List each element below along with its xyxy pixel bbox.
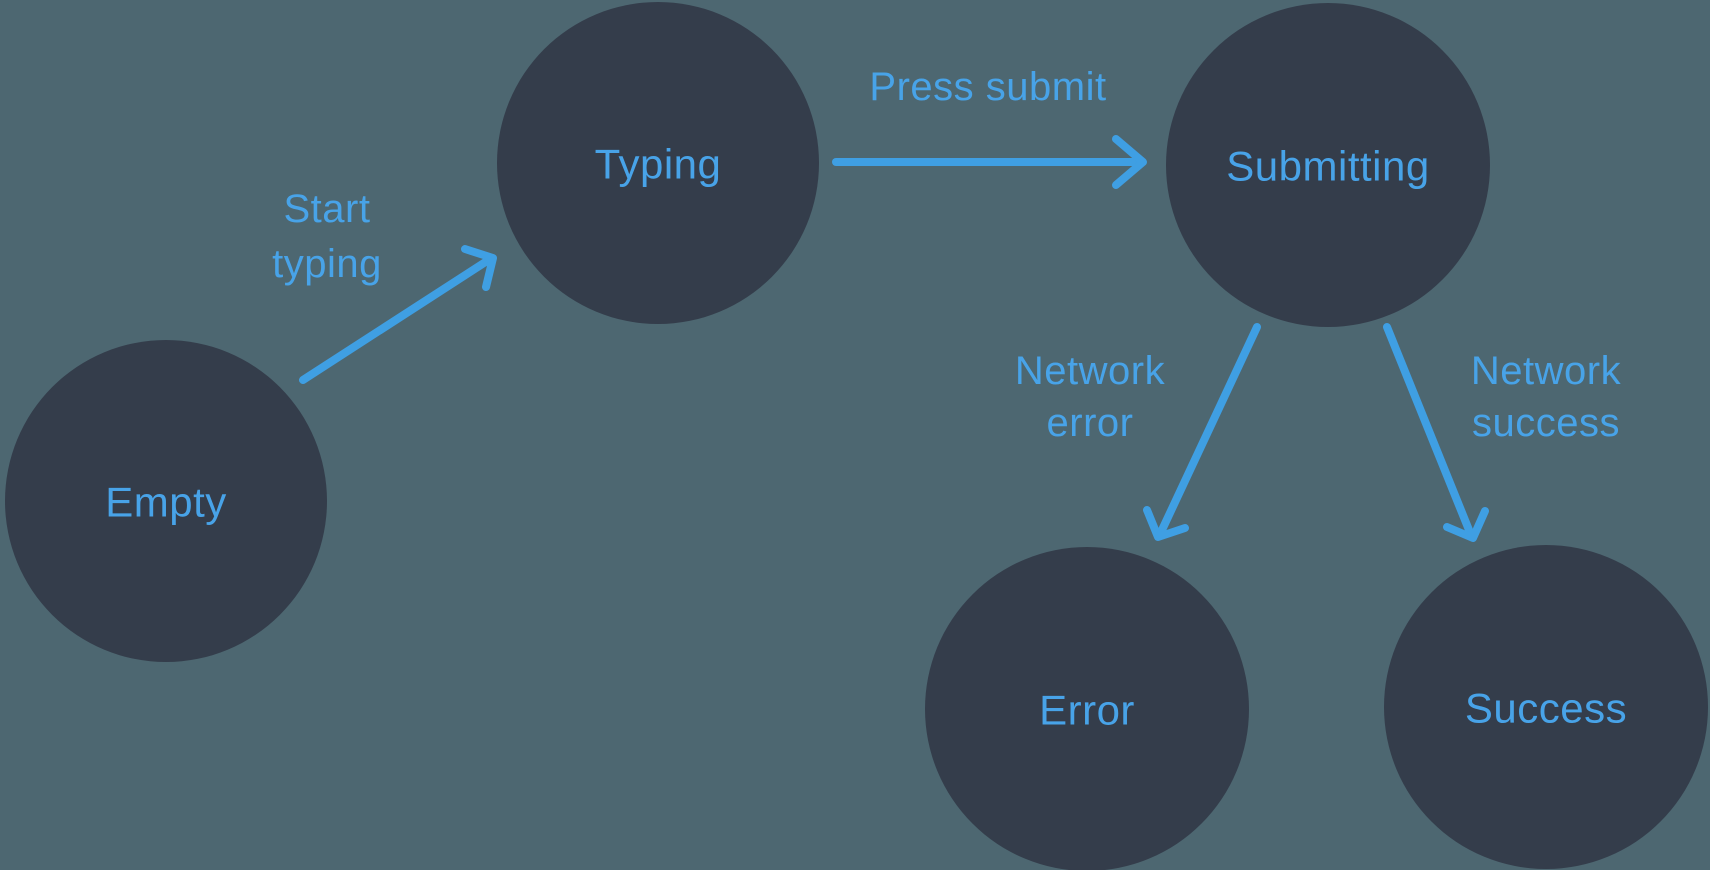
state-node-submitting: Submitting bbox=[1166, 3, 1490, 327]
transition-start-typing: Start typing bbox=[272, 187, 497, 384]
transition-label-network-success-line2: success bbox=[1472, 401, 1620, 445]
arrowhead-icon bbox=[1112, 135, 1147, 189]
transition-label-start-typing-line1: Start bbox=[284, 187, 371, 231]
state-circle-submitting bbox=[1166, 3, 1490, 327]
transition-press-submit: Press submit bbox=[832, 65, 1147, 189]
transition-label-network-error-line1: Network bbox=[1015, 349, 1166, 393]
state-label-empty: Empty bbox=[105, 479, 227, 526]
arrow-shaft bbox=[299, 257, 491, 384]
state-node-empty: Empty bbox=[5, 340, 327, 662]
state-label-submitting: Submitting bbox=[1226, 143, 1429, 190]
transition-label-press-submit: Press submit bbox=[869, 65, 1106, 109]
transition-label-network-error-line2: error bbox=[1047, 401, 1134, 445]
state-node-error: Error bbox=[925, 547, 1249, 870]
arrow-shaft bbox=[1383, 323, 1473, 534]
state-circle-error bbox=[925, 547, 1249, 870]
state-label-error: Error bbox=[1039, 687, 1135, 734]
arrowhead-icon bbox=[1443, 507, 1489, 542]
transition-label-network-success-line1: Network bbox=[1471, 349, 1622, 393]
state-circle-success bbox=[1384, 545, 1708, 869]
transition-label-start-typing-line2: typing bbox=[272, 242, 382, 286]
state-label-success: Success bbox=[1465, 685, 1627, 732]
arrow-shaft bbox=[1158, 323, 1261, 534]
state-label-typing: Typing bbox=[595, 141, 722, 188]
arrowhead-icon bbox=[1143, 506, 1189, 541]
transition-network-error: Network error bbox=[1015, 323, 1261, 541]
transition-network-success: Network success bbox=[1383, 323, 1622, 542]
state-circle-empty bbox=[5, 340, 327, 662]
state-node-success: Success bbox=[1384, 545, 1708, 869]
state-circle-typing bbox=[497, 2, 819, 324]
state-node-typing: Typing bbox=[497, 2, 819, 324]
arrowhead-icon bbox=[461, 245, 497, 291]
